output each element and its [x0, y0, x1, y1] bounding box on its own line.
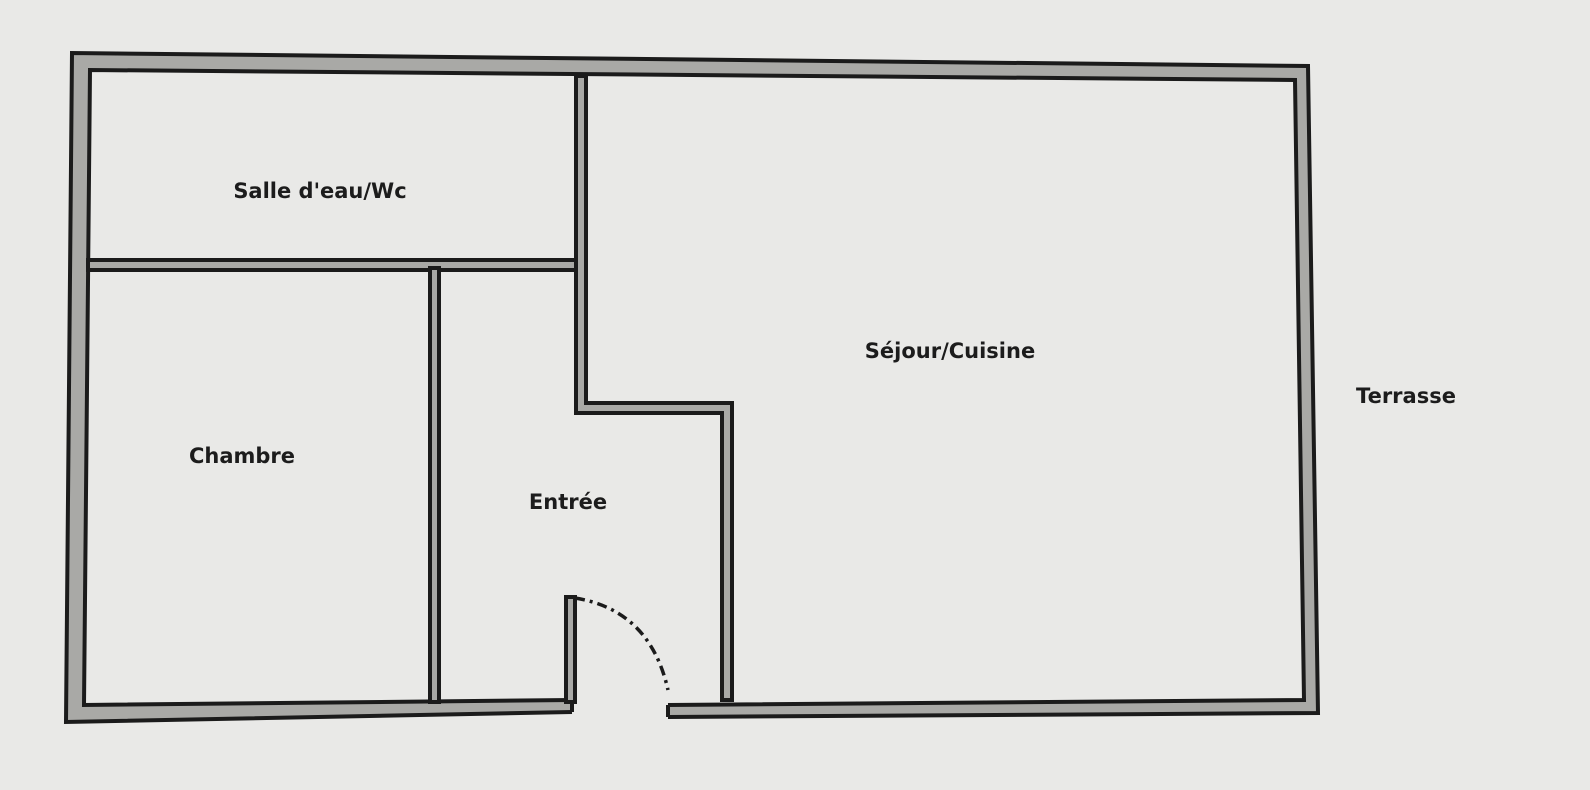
- outer-walls: [63, 50, 1321, 725]
- room-label-entree: Entrée: [529, 490, 607, 514]
- wall-chambre-entree: [428, 266, 441, 704]
- room-label-chambre: Chambre: [189, 444, 295, 468]
- door-swing-arc: [574, 596, 670, 691]
- outer-wall-edge-inner: [81, 67, 1307, 708]
- outer-wall-edge-left: [63, 50, 1321, 725]
- room-label-salle-eau: Salle d'eau/Wc: [233, 179, 406, 203]
- wall-sejour-l: [574, 74, 734, 702]
- room-label-terrasse: Terrasse: [1356, 384, 1456, 408]
- interior-walls: [86, 74, 734, 704]
- wall-door-stub: [564, 595, 577, 704]
- outer-wall-band: [66, 53, 1318, 722]
- wall-bathroom-bottom: [86, 258, 582, 272]
- room-label-sejour: Séjour/Cuisine: [865, 339, 1035, 363]
